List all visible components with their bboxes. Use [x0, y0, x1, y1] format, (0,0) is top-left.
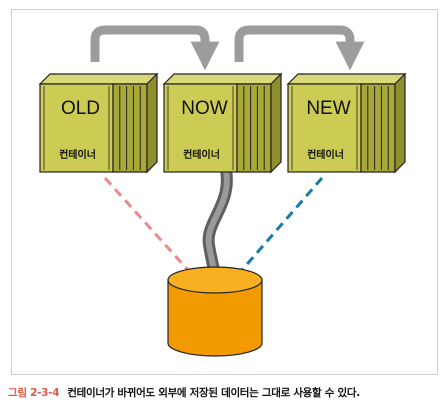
caption-label: 그림 2-3-4 — [8, 387, 60, 399]
diagram: OLD 컨테이너 NOW 컨테이너 NEW 컨테이너 — [38, 25, 407, 357]
wooden-crate-icon: OLD 컨테이너 — [38, 72, 159, 174]
new-link-line — [240, 177, 324, 271]
container-label: 컨테이너 — [59, 148, 96, 161]
wooden-crate-icon: NEW 컨테이너 — [286, 72, 407, 174]
cylinder-storage-icon — [167, 266, 263, 357]
figure-caption: 그림 2-3-4 컨테이너가 바뀌어도 외부에 저장된 데이터는 그대로 사용할… — [8, 385, 360, 400]
wooden-crate-icon: NOW 컨테이너 — [162, 72, 283, 174]
container-label: 컨테이너 — [183, 148, 220, 161]
container-label: 컨테이너 — [307, 148, 344, 161]
container-title: NEW — [306, 98, 350, 119]
old-link-line — [103, 176, 190, 272]
container-title: OLD — [61, 98, 100, 119]
curved-arrow-icon — [234, 25, 365, 71]
container-title: NOW — [181, 98, 228, 119]
caption-text: 컨테이너가 바뀌어도 외부에 저장된 데이터는 그대로 사용할 수 있다. — [67, 387, 360, 399]
curved-arrow-icon — [90, 25, 220, 71]
